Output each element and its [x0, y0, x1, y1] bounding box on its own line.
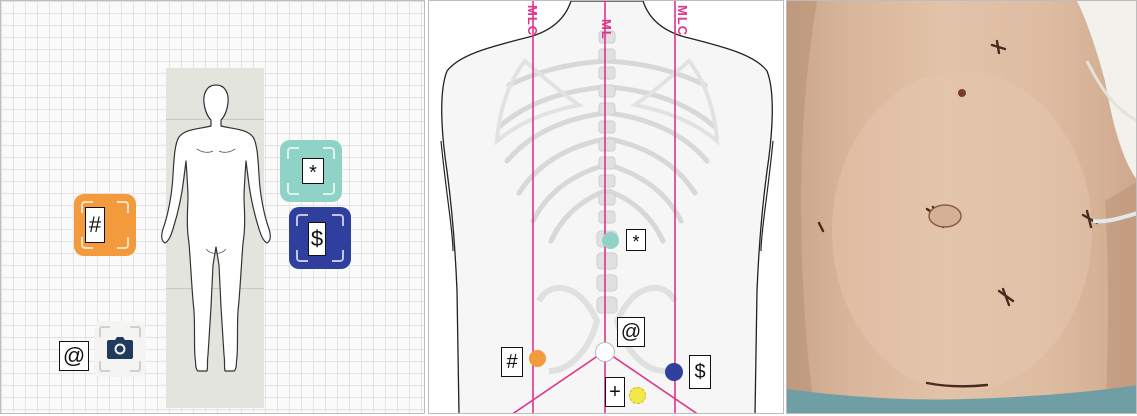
marker-navy[interactable] — [665, 363, 683, 381]
symbol-label-asterisk: * — [302, 158, 324, 184]
frame-corner — [287, 183, 299, 195]
line-label-right-mlc: MLC — [675, 5, 690, 36]
line-label-left-mlc: MLC — [525, 5, 540, 36]
abdomen-photo — [787, 1, 1137, 414]
symbol-label-hash: # — [501, 347, 523, 377]
middle-panel-back-diagram: MLC ML MLC * @ # $ + — [428, 0, 784, 414]
frame-corner — [332, 214, 344, 226]
symbol-label-at: @ — [59, 341, 89, 371]
frame-corner — [130, 326, 141, 337]
symbol-label-plus: + — [605, 377, 625, 407]
symbol-label-at: @ — [617, 317, 645, 347]
frame-corner — [130, 361, 141, 372]
frame-corner — [296, 250, 308, 262]
left-panel-body-map: # * $ @ — [0, 0, 425, 414]
frame-corner — [296, 214, 308, 226]
symbol-label-dollar: $ — [308, 222, 326, 256]
camera-button[interactable] — [94, 321, 146, 377]
marker-teal[interactable] — [602, 232, 619, 249]
marker-tile-orange[interactable] — [74, 194, 136, 256]
human-body-outline-icon — [151, 79, 281, 379]
frame-corner — [117, 237, 129, 249]
frame-corner — [323, 147, 335, 159]
marker-yellow[interactable] — [629, 387, 646, 404]
marker-white[interactable] — [595, 342, 615, 362]
camera-icon — [107, 337, 133, 359]
right-panel-abdomen-photo — [786, 0, 1137, 414]
frame-corner — [332, 250, 344, 262]
symbol-label-hash: # — [85, 207, 105, 243]
symbol-label-dollar: $ — [689, 355, 711, 389]
symbol-label-asterisk: * — [626, 229, 646, 251]
frame-corner — [117, 201, 129, 213]
marker-orange[interactable] — [529, 350, 546, 367]
frame-corner — [99, 326, 110, 337]
frame-corner — [99, 361, 110, 372]
frame-corner — [323, 183, 335, 195]
frame-corner — [287, 147, 299, 159]
line-label-center-ml: ML — [599, 19, 614, 40]
